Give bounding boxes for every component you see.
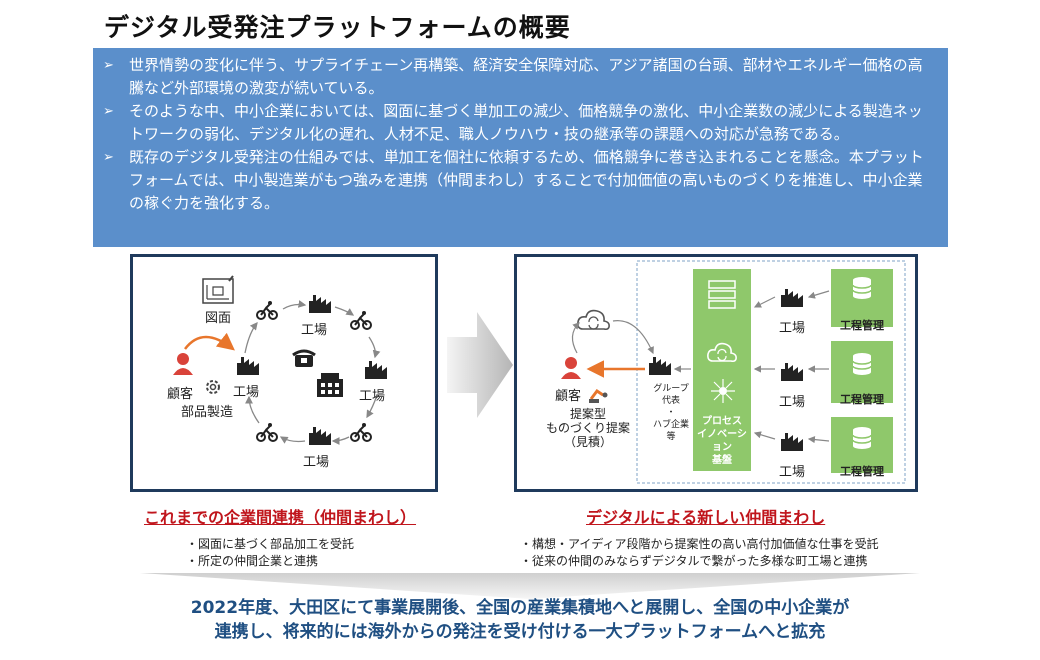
bullet-arrow-icon: ➢: [103, 104, 114, 119]
database-icon: [852, 352, 872, 376]
factory-label: 工場: [779, 321, 806, 336]
gear-icon: [206, 380, 220, 394]
factory-icon: [781, 289, 803, 307]
note-line: ・図面に基づく部品加工を受託: [186, 537, 355, 551]
factory-label: 工場: [359, 389, 386, 404]
cloud-sync-icon: [577, 309, 610, 331]
process-management-label: 工程管理: [840, 319, 884, 332]
process-management-label: 工程管理: [840, 465, 884, 478]
page-title: デジタル受発注プラットフォームの概要: [104, 13, 571, 42]
factory-icon: [237, 357, 259, 375]
bullet-arrow-icon: ➢: [103, 58, 114, 73]
bicycle-icon: [256, 300, 278, 320]
bullet-item: ➢ 世界情勢の変化に伴う、サプライチェーン再構築、経済安全保障対応、アジア諸国の台…: [103, 54, 936, 100]
summary-line: 2022年度、大田区にて事業展開後、全国の産業集積地へと展開し、全国の中小企業が: [190, 598, 850, 618]
right-caption: デジタルによる新しい仲間まわし: [586, 508, 826, 527]
database-icon: [852, 426, 872, 450]
note-line: ・構想・アイディア段階から提案性の高い高付加価値な仕事を受託: [520, 537, 879, 551]
right-diagram-svg: [561, 260, 906, 484]
cloud-sync-icon: [707, 342, 737, 363]
factory-label: 工場: [233, 385, 260, 400]
bicycle-icon: [350, 422, 372, 442]
factory-icon: [781, 363, 803, 381]
bullet-text: 世界情勢の変化に伴う、サプライチェーン再構築、経済安全保障対応、アジア諸国の台頭…: [129, 56, 923, 97]
hub-factory-icon: [649, 357, 671, 375]
factory-label: 工場: [779, 465, 806, 480]
left-caption: これまでの企業間連携（仲間まわし）: [144, 508, 417, 527]
building-icon: [317, 373, 343, 397]
customer-icon: [561, 357, 581, 379]
factory-icon: [781, 433, 803, 451]
bullet-item: ➢ そのような中、中小企業においては、図面に基づく単加工の減少、価格競争の激化、中…: [103, 100, 936, 146]
right-diagram-panel: 工場 工場 工場 工程管理 工程管理 工程管理 プロセス イノベーション 基盤 …: [514, 254, 918, 492]
proposal-label: 提案型 ものづくり提案 （見積）: [545, 407, 630, 449]
phone-icon: [292, 349, 316, 367]
bullet-text: 既存のデジタル受発注の仕組みでは、単加工を個社に依頼するため、価格競争に巻き込ま…: [129, 148, 924, 212]
customer-label: 顧客: [555, 389, 582, 404]
factory-icon: [309, 427, 331, 445]
robot-arm-icon: [589, 388, 608, 403]
summary-line: 連携し、将来的には海外からの発注を受け付ける一大プラットフォームへと拡充: [214, 622, 826, 642]
factory-icon: [365, 361, 387, 379]
note-line: ・従来の仲間のみならずデジタルで繋がった多様な町工場と連携: [520, 554, 868, 568]
bicycle-icon: [256, 422, 278, 442]
drawing-label: 図面: [205, 311, 232, 326]
factory-label: 工場: [779, 395, 806, 410]
network-icon: [711, 379, 735, 403]
left-notes: ・図面に基づく部品加工を受託 ・所定の仲間企業と連携: [186, 536, 354, 570]
database-icon: [852, 276, 872, 300]
factory-label: 工場: [301, 323, 328, 338]
server-icon: [708, 280, 736, 309]
customer-icon: [173, 353, 193, 375]
bullet-arrow-icon: ➢: [103, 150, 114, 165]
customer-label: 顧客: [167, 387, 194, 402]
left-diagram-svg: [173, 275, 387, 445]
platform-label: プロセス イノベーション 基盤: [697, 416, 747, 466]
bullet-box: ➢ 世界情勢の変化に伴う、サプライチェーン再構築、経済安全保障対応、アジア諸国の台…: [93, 48, 948, 247]
factory-icon: [309, 295, 331, 313]
factory-label: 工場: [303, 455, 330, 470]
bullet-text: そのような中、中小企業においては、図面に基づく単加工の減少、価格競争の激化、中小…: [129, 102, 923, 143]
right-notes: ・構想・アイディア段階から提案性の高い高付加価値な仕事を受託 ・従来の仲間のみな…: [520, 536, 879, 570]
drawing-icon: [202, 275, 234, 304]
process-management-label: 工程管理: [840, 393, 884, 406]
platform-column: [693, 269, 751, 471]
bullet-item: ➢ 既存のデジタル受発注の仕組みでは、単加工を個社に依頼するため、価格競争に巻き込…: [103, 146, 936, 215]
down-wedge-shape: [140, 573, 920, 599]
group-representative-label: グループ代表 ・ ハブ企業等: [653, 384, 690, 442]
bicycle-icon: [350, 310, 372, 330]
transition-arrow-icon: [447, 312, 513, 418]
bottom-summary: 2022年度、大田区にて事業展開後、全国の産業集積地へと展開し、全国の中小企業が…: [0, 596, 1040, 644]
left-diagram-panel: 図面 工場 工場 工場 工場 顧客 部品製造: [130, 254, 438, 492]
note-line: ・所定の仲間企業と連携: [186, 554, 319, 568]
parts-manufacturing-label: 部品製造: [181, 405, 234, 420]
